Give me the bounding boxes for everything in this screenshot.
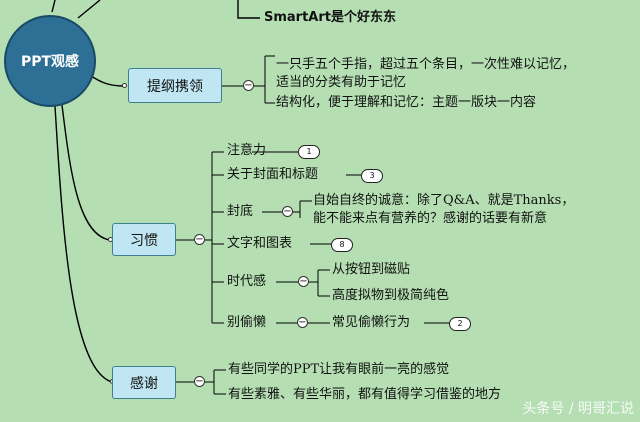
outline-label: 提纲携领 <box>147 78 203 95</box>
habits-collapse-toggle[interactable]: − <box>194 234 205 245</box>
outline-item-1b: 适当的分类有助于记忆 <box>276 75 407 90</box>
root-label: PPT观感 <box>20 54 80 70</box>
habit-no-lazy[interactable]: 别偷懒 <box>227 315 267 330</box>
backcover-detail-1: 自始自终的诚意：除了Q&A、就是Thanks， <box>313 193 575 208</box>
backcover-detail-2: 能不能来点有营养的？感谢的话要有新意 <box>313 211 548 226</box>
habit-modern[interactable]: 时代感 <box>227 274 267 289</box>
habit-cover-title[interactable]: 关于封面和标题 <box>227 167 319 182</box>
no-lazy-collapse-toggle[interactable]: − <box>297 317 308 328</box>
outline-item-2: 结构化，便于理解和记忆：主题一版块一内容 <box>276 95 537 110</box>
habit-attention[interactable]: 注意力 <box>227 143 267 158</box>
no-lazy-badge[interactable]: 2 <box>449 317 471 331</box>
thanks-node[interactable]: 感谢 <box>112 366 176 399</box>
outline-connector-dot <box>122 83 127 88</box>
outline-collapse-toggle[interactable]: − <box>243 80 254 91</box>
habit-text-charts[interactable]: 文字和图表 <box>227 236 293 251</box>
root-node[interactable]: PPT观感 <box>4 15 96 107</box>
outline-item-1: 一只手五个手指，超过五个条目，一次性难以记忆， <box>276 57 576 72</box>
habits-label: 习惯 <box>130 232 158 249</box>
backcover-collapse-toggle[interactable]: − <box>282 206 293 217</box>
thanks-item-1: 有些同学的PPT让我有眼前一亮的感觉 <box>228 362 450 377</box>
top-note: SmartArt是个好东东 <box>264 10 396 25</box>
watermark: 头条号 / 明哥汇说 <box>522 401 634 417</box>
habit-attention-badge[interactable]: 1 <box>298 145 320 159</box>
thanks-collapse-toggle[interactable]: − <box>194 376 205 387</box>
thanks-item-2: 有些素雅、有些华丽，都有值得学习借鉴的地方 <box>228 387 502 402</box>
outline-node[interactable]: 提纲携领 <box>128 68 222 103</box>
habits-node[interactable]: 习惯 <box>112 223 176 256</box>
habit-backcover[interactable]: 封底 <box>227 204 254 219</box>
modern-collapse-toggle[interactable]: − <box>298 276 309 287</box>
habit-cover-title-badge[interactable]: 3 <box>361 169 383 183</box>
habit-text-charts-badge[interactable]: 8 <box>331 238 353 252</box>
no-lazy-child-1: 常见偷懒行为 <box>332 315 411 330</box>
modern-child-2: 高度拟物到极简纯色 <box>332 288 450 303</box>
thanks-label: 感谢 <box>130 375 158 392</box>
modern-child-1: 从按钮到磁贴 <box>332 262 411 277</box>
